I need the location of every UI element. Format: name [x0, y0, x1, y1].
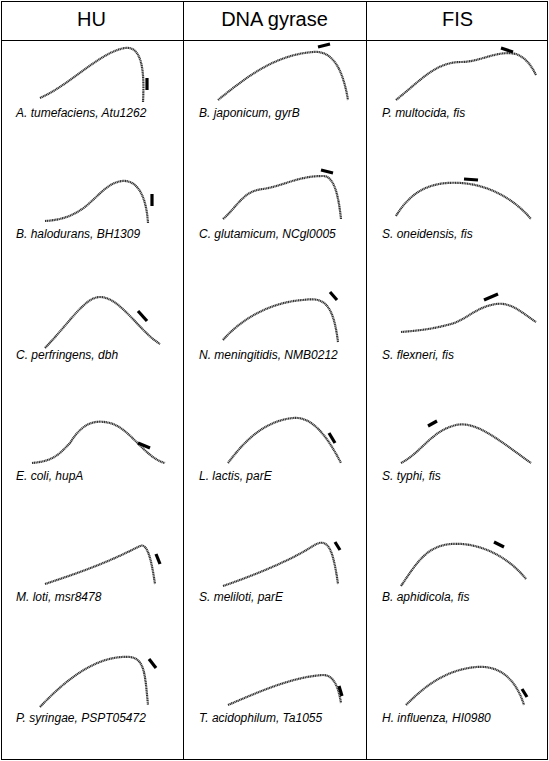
profile-curve: [223, 176, 341, 219]
site-marker: [145, 78, 148, 90]
binding-profile: [223, 170, 341, 219]
profile-curve: [406, 667, 524, 705]
column-rule: [183, 2, 184, 760]
site-marker: [484, 294, 498, 300]
binding-profile: [223, 542, 340, 586]
profile-curve: [40, 48, 143, 102]
binding-profile: [401, 294, 536, 332]
gene-caption: N. meningitidis, NMB0212: [199, 348, 338, 362]
gene-caption: B. japonicum, gyrB: [199, 106, 300, 120]
binding-profile: [228, 675, 342, 705]
profile-curve: [228, 675, 341, 705]
binding-profile: [40, 48, 147, 102]
site-marker: [330, 292, 337, 300]
site-marker: [501, 48, 513, 52]
site-marker: [428, 421, 437, 426]
profile-curve: [223, 299, 338, 342]
profile-curve: [401, 544, 526, 586]
gene-caption: P. multocida, fis: [382, 106, 465, 120]
site-marker: [318, 44, 330, 47]
gene-caption: B. halodurans, BH1309: [16, 227, 140, 241]
gene-caption: A. tumefaciens, Atu1262: [16, 106, 146, 120]
profile-curve: [223, 543, 338, 586]
binding-profile: [45, 546, 160, 584]
site-marker: [339, 686, 342, 696]
binding-profile: [40, 657, 156, 707]
gene-caption: T. acidophilum, Ta1055: [199, 711, 322, 725]
gene-caption: S. flexneri, fis: [382, 348, 454, 362]
gene-caption: C. perfringens, dbh: [16, 348, 118, 362]
gene-caption: C. glutamicum, NCgl0005: [199, 227, 336, 241]
column-header: FIS: [368, 8, 547, 31]
profile-curve: [45, 546, 155, 584]
binding-profile: [396, 48, 536, 100]
profile-curve: [401, 304, 536, 332]
profile-curve: [401, 424, 531, 463]
gene-caption: S. typhi, fis: [382, 469, 441, 483]
gene-caption: H. influenza, HI0980: [382, 711, 491, 725]
gene-caption: L. lactis, parE: [199, 469, 272, 483]
site-marker: [494, 542, 504, 547]
site-marker: [464, 179, 478, 180]
profile-curve: [40, 657, 148, 707]
site-marker: [138, 311, 147, 321]
binding-profile: [396, 179, 531, 219]
binding-profile: [401, 421, 531, 463]
site-marker: [522, 689, 527, 697]
site-marker: [329, 433, 335, 443]
profile-curve: [396, 183, 531, 219]
profile-curve: [228, 418, 341, 463]
column-header: HU: [2, 8, 181, 31]
binding-profile: [401, 542, 526, 586]
profile-curve: [45, 181, 148, 223]
binding-profile: [45, 181, 152, 223]
profile-curve: [396, 53, 536, 100]
gene-caption: S. meliloti, parE: [199, 590, 283, 604]
profile-curve: [218, 52, 348, 100]
binding-profile: [406, 667, 527, 705]
column-rule: [366, 2, 367, 760]
gene-caption: M. loti, msr8478: [16, 590, 101, 604]
column-header: DNA gyrase: [185, 8, 364, 31]
profile-curve: [32, 422, 165, 463]
site-marker: [156, 554, 160, 564]
binding-profile: [32, 422, 165, 463]
site-marker: [321, 170, 333, 173]
binding-profile: [228, 418, 341, 463]
binding-profile: [45, 297, 160, 348]
site-marker: [335, 542, 340, 550]
gene-caption: B. aphidicola, fis: [382, 590, 469, 604]
gene-caption: S. oneidensis, fis: [382, 227, 473, 241]
site-marker: [149, 659, 156, 668]
gene-caption: E. coli, hupA: [16, 469, 83, 483]
binding-profile: [223, 292, 338, 342]
site-marker: [150, 194, 153, 206]
header-rule: [2, 40, 548, 41]
site-marker: [138, 443, 150, 448]
profile-curve: [45, 297, 160, 348]
binding-profile: [218, 44, 348, 100]
gene-caption: P. syringae, PSPT05472: [16, 711, 146, 725]
